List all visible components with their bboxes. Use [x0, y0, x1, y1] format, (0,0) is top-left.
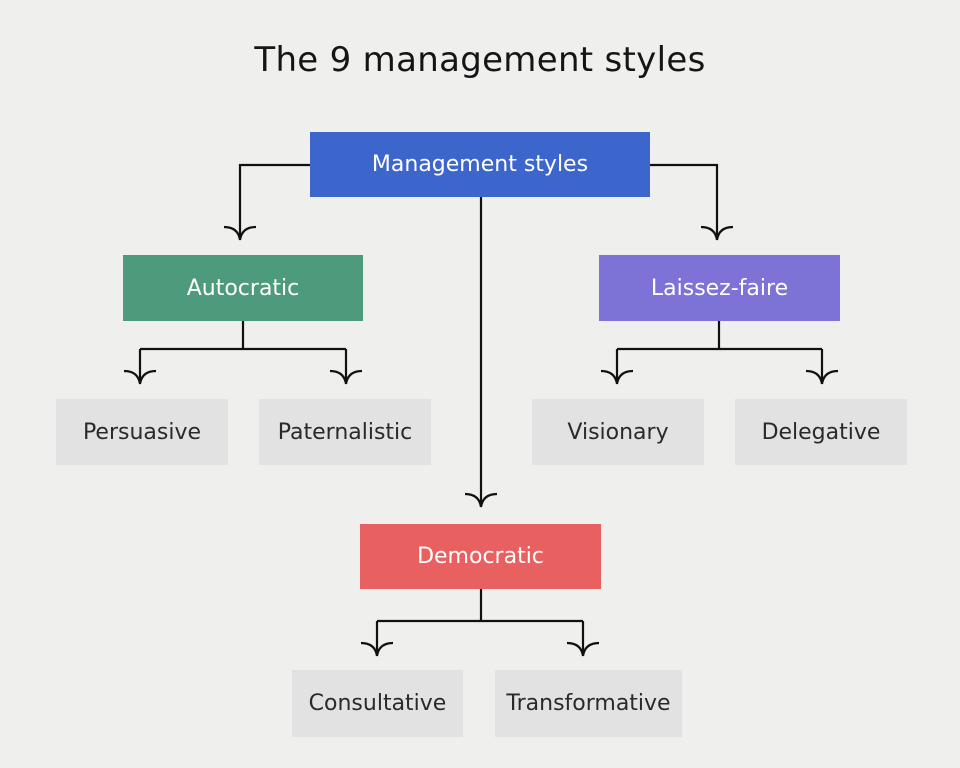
arrowhead-icon: [223, 225, 257, 241]
leaf-node-consultative: Consultative: [292, 670, 463, 737]
connector-laissez-faire-children: [615, 321, 824, 382]
root-node-management-styles: Management styles: [310, 132, 650, 197]
arrowhead-icon: [329, 369, 363, 385]
branch-node-laissez-faire: Laissez-faire: [599, 255, 840, 321]
connector-autocratic-children: [138, 321, 348, 382]
branch-node-label: Democratic: [417, 544, 544, 569]
arrowhead-icon: [600, 369, 634, 385]
leaf-node-label: Consultative: [308, 691, 447, 716]
leaf-node-transformative: Transformative: [495, 670, 682, 737]
branch-node-label: Autocratic: [186, 275, 300, 301]
branch-node-label: Laissez-faire: [650, 275, 789, 301]
arrowhead-icon: [805, 369, 839, 385]
branch-node-autocratic: Autocratic: [123, 255, 363, 321]
leaf-node-paternalistic: Paternalistic: [259, 399, 431, 465]
root-node-label: Management styles: [371, 152, 589, 177]
diagram-title: The 9 management styles: [254, 40, 706, 80]
arrowhead-icon: [123, 369, 157, 385]
arrowhead-icon: [464, 492, 498, 508]
connector-democratic-children: [375, 589, 585, 654]
leaf-node-persuasive: Persuasive: [56, 399, 228, 465]
connector-root-laissez-faire: [650, 163, 719, 238]
arrowhead-icon: [360, 641, 394, 657]
leaf-node-delegative: Delegative: [735, 399, 907, 465]
arrowhead-icon: [700, 225, 734, 241]
leaf-node-label: Transformative: [506, 691, 671, 716]
leaf-node-label: Visionary: [567, 419, 669, 445]
leaf-node-label: Paternalistic: [277, 419, 413, 445]
leaf-node-label: Delegative: [761, 419, 881, 445]
connector-root-autocratic: [238, 163, 310, 238]
leaf-node-label: Persuasive: [82, 419, 202, 445]
arrowhead-icon: [566, 641, 600, 657]
leaf-node-visionary: Visionary: [532, 399, 704, 465]
branch-node-democratic: Democratic: [360, 524, 601, 589]
